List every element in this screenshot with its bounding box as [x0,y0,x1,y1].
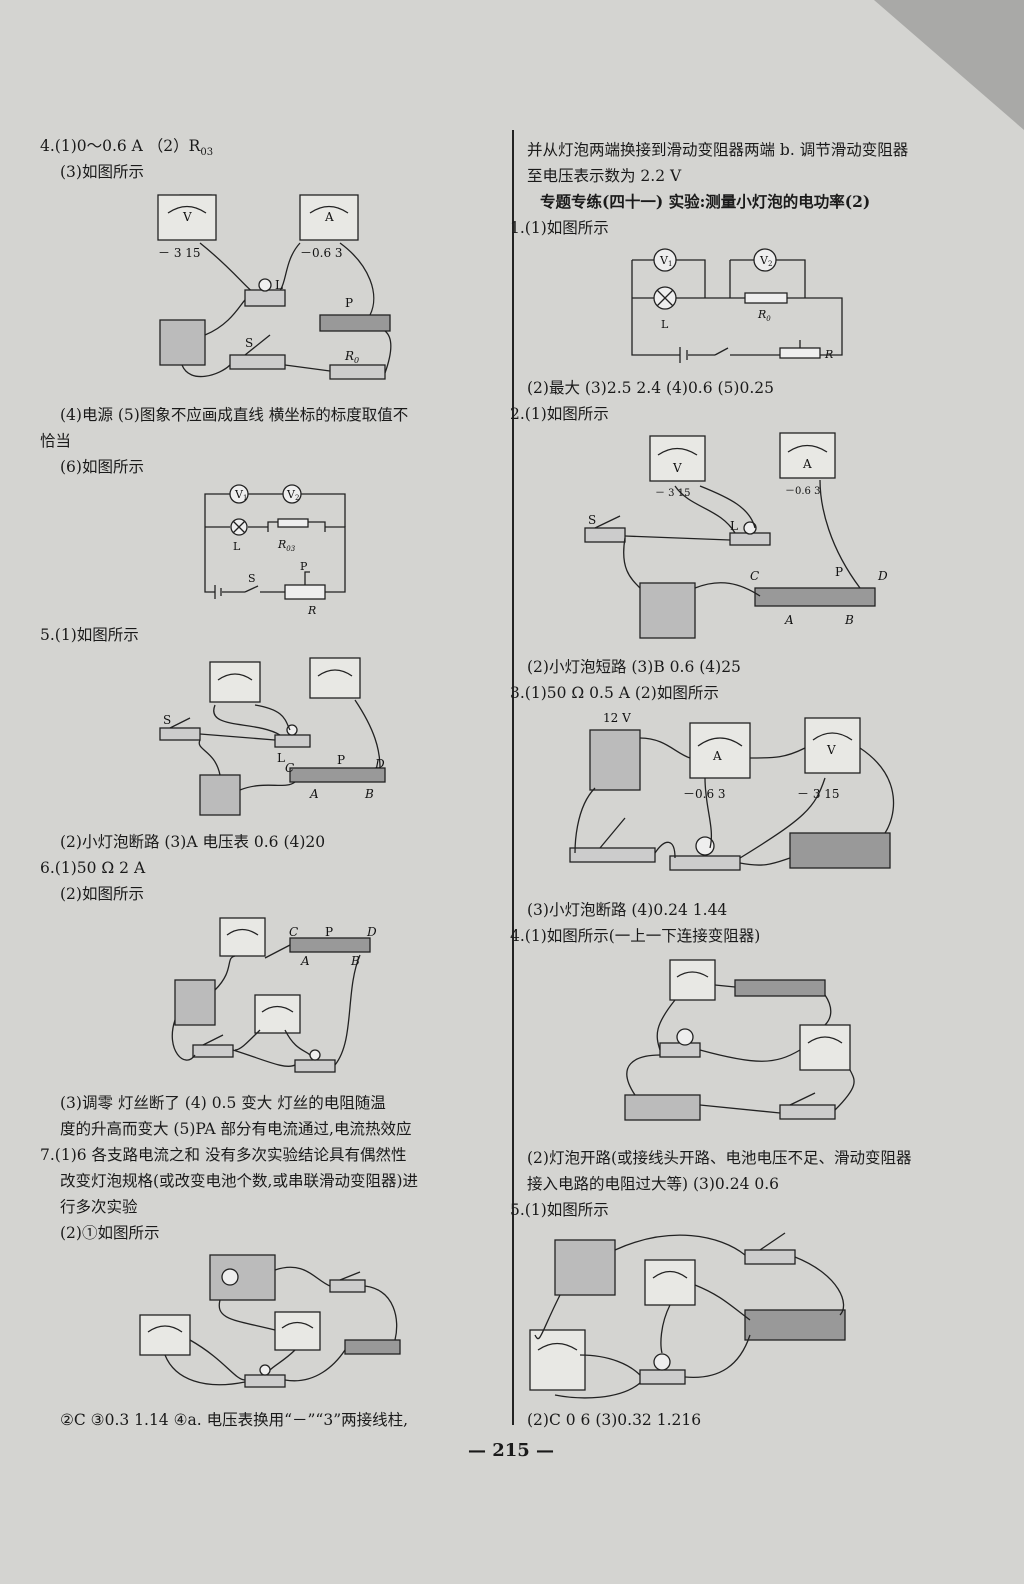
svg-text:－ 3 15: － 3 15 [797,787,840,801]
svg-text:A: A [309,787,319,801]
q7-circuit-figure [135,1250,405,1400]
svg-text:S: S [588,513,596,527]
svg-text:－0.6 3: －0.6 3 [683,787,726,801]
q6-answer-3-cont: 度的升高而变大 (5)PA 部分有电流通过,电流热效应 [60,1120,412,1138]
svg-text:V: V [826,743,836,757]
svg-text:B: B [364,787,374,801]
svg-text:R03: R03 [277,538,296,553]
q4-answer-4-cont: 恰当 [40,432,72,450]
svg-text:S: S [163,713,171,727]
section-heading: 专题专练(四十一) 实验:测量小灯泡的电功率(2) [540,192,871,211]
r2-circuit-figure: V A － 3 15 －0.6 3 S L C P D A B [580,428,900,643]
svg-text:－ 3 15: － 3 15 [655,488,690,499]
resistor-label: R0 [344,349,359,365]
q4-circuit-figure: V A － 3 15 －0.6 3 L P S R0 [150,185,400,395]
svg-text:L: L [730,519,738,533]
r1-schematic: V1 V2 L R0 R [620,240,850,370]
r1-answer-2: (2)最大 (3)2.5 2.4 (4)0.6 (5)0.25 [527,379,774,397]
svg-text:V1: V1 [659,254,672,268]
svg-text:C: C [750,569,759,583]
q4-answer-4: (4)电源 (5)图象不应画成直线 横坐标的标度取值不 [60,406,409,424]
svg-text:A: A [300,954,310,968]
svg-text:－0.6 3: －0.6 3 [785,486,820,497]
svg-text:V: V [672,461,682,475]
r1-answer-1: 1.(1)如图所示 [510,219,609,237]
svg-text:D: D [374,757,385,771]
r4-answer-1: 4.(1)如图所示(一上一下连接变阻器) [510,927,761,945]
q7-answer-3: ②C ③0.3 1.14 ④a. 电压表换用“－”“3”两接线柱, [60,1411,409,1429]
svg-text:A: A [784,613,794,627]
svg-text:V1: V1 [234,488,247,502]
svg-text:P: P [835,565,843,579]
lamp-label: L [275,278,283,292]
r5-answer-2: (2)C 0 6 (3)0.32 1.216 [527,1411,702,1429]
svg-text:12 V: 12 V [603,711,631,725]
ammeter-scale: －0.6 3 [300,246,343,260]
slider-label: P [345,296,353,310]
voltmeter-label: V [182,210,192,224]
r3-circuit-figure: 12 V A V －0.6 3 － 3 15 [565,708,910,893]
svg-text:D: D [366,925,377,939]
r4-answer-2-cont: 接入电路的电阻过大等) (3)0.24 0.6 [527,1175,780,1193]
r5-circuit-figure [520,1225,860,1400]
q6-answer-2: (2)如图所示 [60,885,144,903]
svg-text:V2: V2 [759,254,772,268]
svg-text:B: B [844,613,854,627]
svg-text:L: L [277,751,285,765]
r4-answer-2: (2)灯泡开路(或接线头开路、电池电压不足、滑动变阻器 [527,1149,912,1167]
svg-text:C: C [285,761,294,775]
svg-text:C: C [289,925,298,939]
column-divider [512,130,514,1425]
svg-text:L: L [233,540,241,553]
q4-answer-1: 4.(1)0～0.6 A （2）R03 [40,137,214,159]
q7-answer-2: (2)①如图所示 [60,1224,160,1242]
right-cont-line-2: 至电压表示数为 2.2 V [527,167,682,185]
svg-text:V2: V2 [286,488,299,502]
svg-text:L: L [661,318,669,331]
svg-text:D: D [877,569,888,583]
r2-answer-1: 2.(1)如图所示 [510,405,609,423]
r4-circuit-figure [615,955,865,1135]
r2-answer-2: (2)小灯泡短路 (3)B 0.6 (4)25 [527,658,741,676]
q4-answer-3: (3)如图所示 [60,163,144,181]
svg-text:A: A [802,457,812,471]
q6-answer-1: 6.(1)50 Ω 2 A [40,859,146,877]
q5-answer-1: 5.(1)如图所示 [40,626,139,644]
q7-answer-1-cont: 改变灯泡规格(或改变电池个数,或串联滑动变阻器)进 [60,1172,419,1190]
q5-answer-2: (2)小灯泡断路 (3)A 电压表 0.6 (4)20 [60,833,326,851]
svg-text:P: P [325,925,333,939]
svg-text:P: P [337,753,345,767]
q7-answer-1-cont2: 行多次实验 [60,1198,138,1216]
q4-6-schematic: V1 V2 L R03 S P R [190,482,360,622]
q6-answer-3: (3)调零 灯丝断了 (4) 0.5 变大 灯丝的电阻随温 [60,1094,386,1112]
svg-text:R: R [824,348,833,361]
switch-label: S [245,336,253,350]
r5-answer-1: 5.(1)如图所示 [510,1201,609,1219]
svg-text:S: S [248,572,256,585]
folded-corner [874,0,1024,130]
voltmeter-scale: － 3 15 [158,246,201,260]
r3-answer-1: 3.(1)50 Ω 0.5 A (2)如图所示 [510,684,719,702]
svg-text:B: B [350,954,360,968]
q4-answer-6: (6)如图所示 [60,458,144,476]
svg-text:A: A [712,749,722,763]
q7-answer-1: 7.(1)6 各支路电流之和 没有多次实验结论具有偶然性 [40,1146,407,1164]
q6-circuit-figure: C P D A B [165,910,395,1085]
svg-text:R0: R0 [757,308,771,323]
r3-answer-2: (3)小灯泡断路 (4)0.24 1.44 [527,901,728,919]
right-cont-line-1: 并从灯泡两端换接到滑动变阻器两端 b. 调节滑动变阻器 [527,141,909,159]
ammeter-label: A [324,210,334,224]
svg-text:P: P [300,560,308,573]
svg-text:R: R [307,604,316,617]
page-number: — 215 — [467,1440,555,1461]
q5-circuit-figure: S L C P D A B [155,650,395,825]
